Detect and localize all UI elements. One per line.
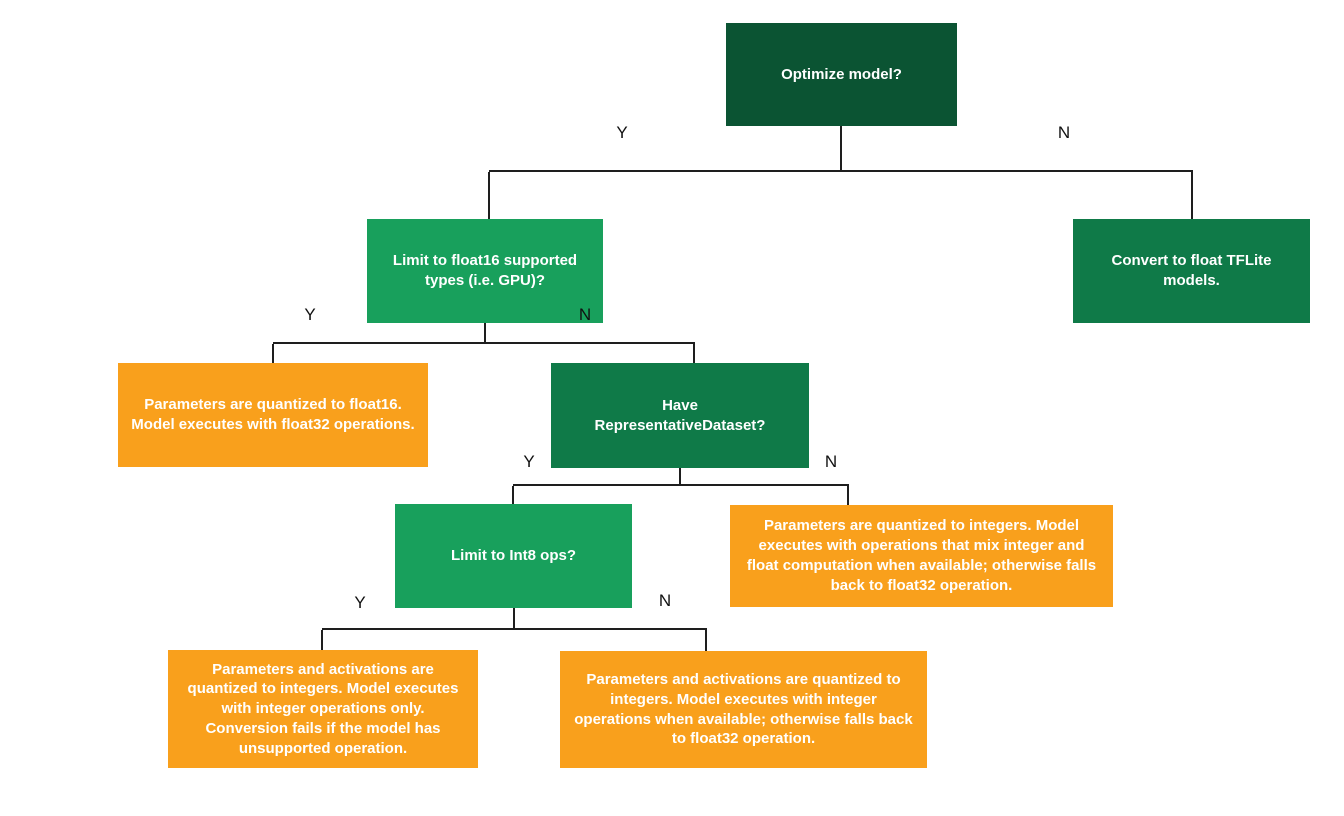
node-int8-only-result: Parameters and activations are quantized… (168, 650, 478, 768)
edge-label-float16-no: N (578, 305, 592, 324)
edge-int8-yes-drop-line (321, 630, 323, 650)
edge-label-float16-yes: Y (304, 305, 316, 324)
edge-optimize-yes-drop-line (488, 172, 490, 219)
edge-repdataset-no-drop-line (847, 486, 849, 505)
edge-int8-branch-bar (322, 628, 707, 630)
edge-label-repdataset-no: N (824, 452, 838, 471)
edge-int8-stem-line (513, 608, 515, 629)
node-mixed-int-float-result: Parameters are quantized to integers. Mo… (730, 505, 1113, 607)
node-int8-fallback-result: Parameters and activations are quantized… (560, 651, 927, 768)
edge-optimize-stem-line (840, 126, 842, 171)
edge-float16-yes-drop-line (272, 344, 274, 363)
node-convert-float-tflite: Convert to float TFLite models. (1073, 219, 1310, 323)
edge-float16-branch-bar (273, 342, 695, 344)
edge-repdataset-yes-drop-line (512, 486, 514, 504)
node-optimize-model: Optimize model? (726, 23, 957, 126)
edge-float16-stem-line (484, 323, 486, 343)
edge-optimize-branch-bar (489, 170, 1193, 172)
edge-int8-no-drop-line (705, 630, 707, 651)
node-limit-int8-ops: Limit to Int8 ops? (395, 504, 632, 608)
node-limit-float16: Limit to float16 supported types (i.e. G… (367, 219, 603, 323)
edge-optimize-no-drop-line (1191, 172, 1193, 219)
edge-label-optimize-yes: Y (616, 123, 628, 142)
edge-float16-no-drop-line (693, 344, 695, 363)
edge-label-optimize-no: N (1057, 123, 1071, 142)
edge-label-int8-no: N (658, 591, 672, 610)
node-float16-result: Parameters are quantized to float16. Mod… (118, 363, 428, 467)
edge-repdataset-branch-bar (513, 484, 849, 486)
node-have-representative-dataset: Have RepresentativeDataset? (551, 363, 809, 468)
edge-repdataset-stem-line (679, 468, 681, 485)
edge-label-repdataset-yes: Y (523, 452, 535, 471)
edge-label-int8-yes: Y (354, 593, 366, 612)
